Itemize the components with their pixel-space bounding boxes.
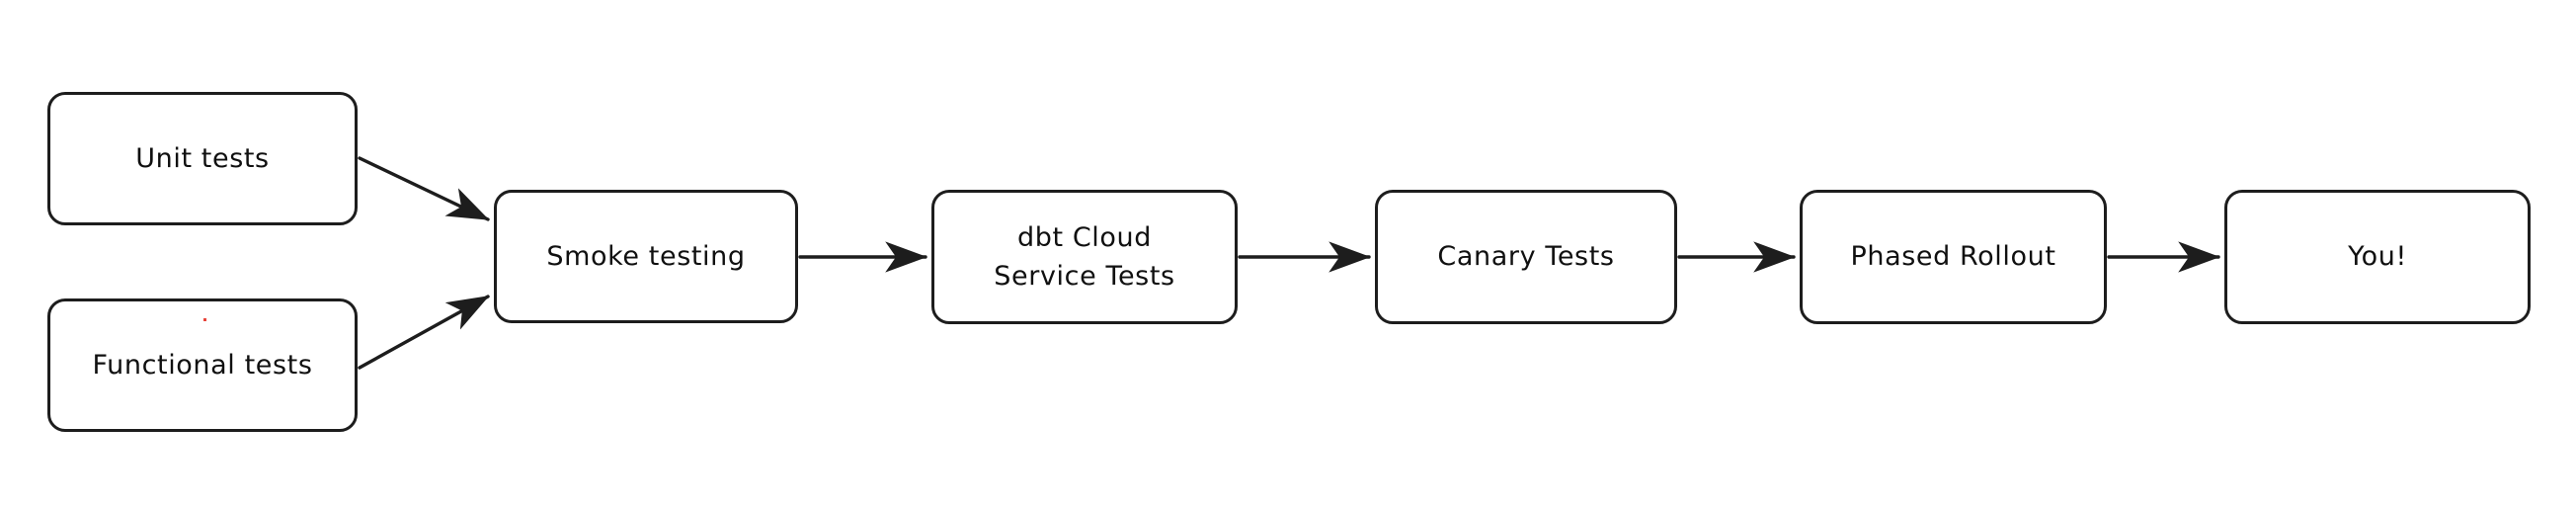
node-smoke-testing[interactable]: Smoke testing [494, 190, 798, 323]
node-label-unit-tests: Unit tests [135, 142, 270, 174]
edge-functional-to-smoke [358, 295, 490, 370]
edge-unit-to-smoke [358, 156, 490, 221]
node-canary-tests[interactable]: Canary Tests [1375, 190, 1677, 324]
node-label-canary-tests: Canary Tests [1437, 241, 1615, 273]
node-label-you: You! [2348, 241, 2407, 273]
node-dbt-cloud-service-tests[interactable]: dbt Cloud Service Tests [931, 190, 1238, 324]
node-phased-rollout[interactable]: Phased Rollout [1800, 190, 2107, 324]
stray-mark [203, 318, 206, 321]
node-functional-tests[interactable]: Functional tests [47, 298, 358, 432]
node-label-dbt-cloud-service-tests: dbt Cloud Service Tests [994, 221, 1175, 292]
node-unit-tests[interactable]: Unit tests [47, 92, 358, 225]
node-label-functional-tests: Functional tests [92, 349, 313, 381]
node-you[interactable]: You! [2224, 190, 2531, 324]
node-label-smoke-testing: Smoke testing [546, 240, 746, 272]
node-label-phased-rollout: Phased Rollout [1850, 241, 2056, 273]
